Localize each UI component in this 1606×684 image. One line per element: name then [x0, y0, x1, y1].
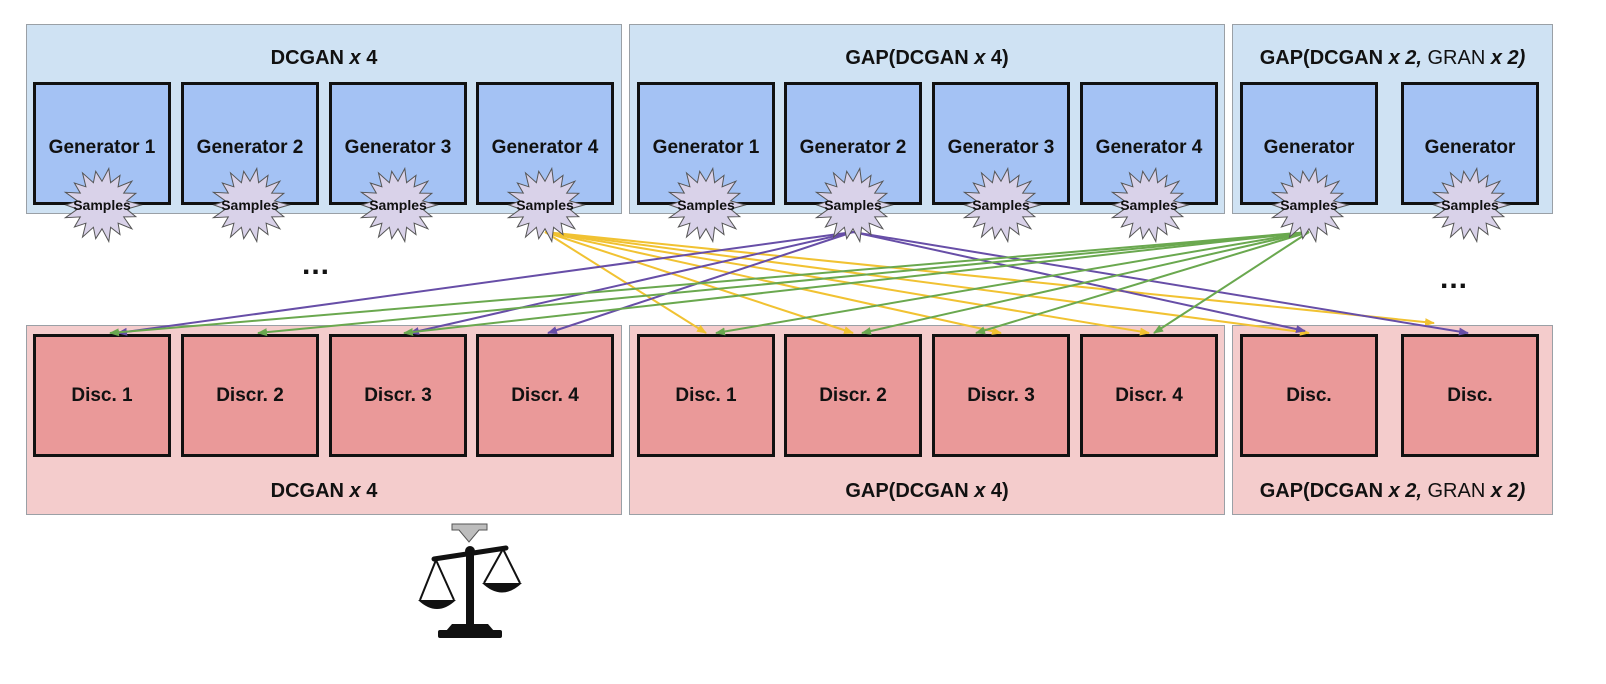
discriminator-box: Disc. 1 — [637, 334, 775, 457]
samples-label: Samples — [221, 197, 279, 213]
discriminator-box: Disc. 1 — [33, 334, 171, 457]
samples-label: Samples — [677, 197, 735, 213]
sample-arrow — [852, 231, 1469, 336]
discriminator-box: Discr. 3 — [329, 334, 467, 457]
samples-label: Samples — [73, 197, 131, 213]
samples-burst: Samples — [814, 166, 894, 244]
discriminator-box: Discr. 4 — [476, 334, 614, 457]
scale-of-justice-icon — [418, 523, 522, 638]
discriminator-box: Disc. — [1401, 334, 1539, 457]
sample-arrow — [715, 231, 1310, 336]
sample-arrow — [117, 231, 854, 336]
samples-burst: Samples — [1110, 166, 1190, 244]
ellipsis: ... — [302, 248, 331, 281]
ellipsis: ... — [1440, 262, 1469, 295]
samples-burst: Samples — [359, 166, 439, 244]
samples-label: Samples — [1280, 197, 1338, 213]
disc-panel-title: GAP(DCGAN x 2, GRAN x 2) — [1259, 480, 1526, 502]
sample-arrow — [403, 231, 1310, 336]
discriminator-box: Discr. 4 — [1080, 334, 1218, 457]
gen-panel-title: GAP(DCGAN x 4) — [845, 47, 1009, 69]
samples-burst: Samples — [1270, 166, 1350, 244]
sample-arrow — [861, 231, 1310, 335]
samples-label: Samples — [1441, 197, 1499, 213]
sample-arrow — [975, 231, 1310, 335]
samples-label: Samples — [824, 197, 882, 213]
down-arrow-icon — [451, 523, 488, 543]
discriminator-box: Discr. 3 — [932, 334, 1070, 457]
sample-arrow — [544, 231, 1002, 335]
sample-arrow — [852, 231, 1306, 333]
sample-arrow — [544, 231, 707, 334]
generator-box: Generator 1 — [33, 82, 171, 205]
disc-panel-title: GAP(DCGAN x 4) — [845, 480, 1009, 502]
samples-burst: Samples — [211, 166, 291, 244]
samples-label: Samples — [972, 197, 1030, 213]
sample-arrow — [409, 231, 854, 335]
samples-burst: Samples — [506, 166, 586, 244]
samples-burst: Samples — [63, 166, 143, 244]
samples-burst: Samples — [667, 166, 747, 244]
discriminator-box: Discr. 2 — [181, 334, 319, 457]
discriminator-box: Disc. — [1240, 334, 1378, 457]
sample-arrow — [1153, 231, 1310, 334]
samples-burst: Samples — [1431, 166, 1511, 244]
disc-panel-title: DCGAN x 4 — [270, 480, 378, 502]
gen-panel-title: GAP(DCGAN x 2, GRAN x 2) — [1259, 47, 1526, 69]
sample-arrow — [257, 231, 1310, 337]
sample-arrow — [544, 231, 1310, 336]
samples-label: Samples — [369, 197, 427, 213]
samples-burst: Samples — [962, 166, 1042, 244]
sample-arrow — [544, 231, 1435, 327]
gen-panel-title: DCGAN x 4 — [270, 47, 378, 69]
sample-arrow — [544, 231, 1150, 336]
samples-label: Samples — [1120, 197, 1178, 213]
sample-arrow — [109, 231, 1310, 337]
samples-label: Samples — [516, 197, 574, 213]
discriminator-box: Discr. 2 — [784, 334, 922, 457]
